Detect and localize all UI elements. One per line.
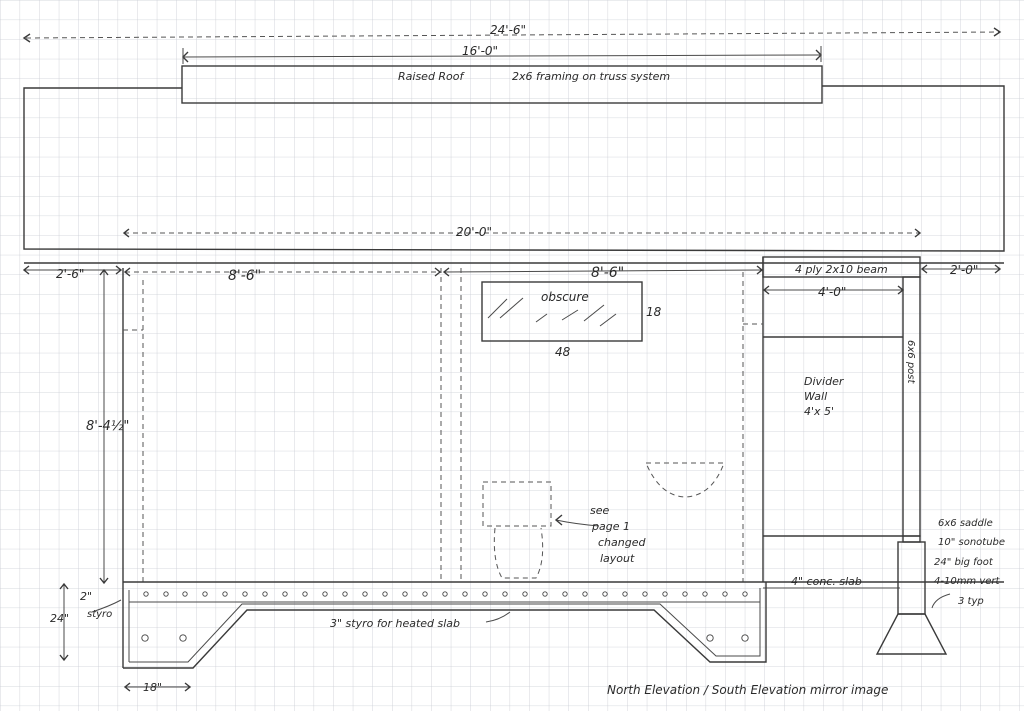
dimension-left-bay	[123, 267, 442, 277]
dimension-left-overhang-label: 2'-6"	[56, 267, 84, 281]
styro-side-label-b: styro	[87, 609, 112, 620]
sonotube-label: 10" sonotube	[938, 537, 1005, 548]
dimension-raised-roof-label: 16'-0"	[462, 44, 498, 58]
divider-label-2: Wall	[804, 390, 827, 403]
note-line-2: page 1	[591, 520, 630, 533]
raised-roof-label: Raised Roof	[398, 70, 466, 83]
dimension-divider-width-label: 4'-0"	[818, 285, 846, 299]
styro-side-label-a: 2"	[80, 590, 92, 603]
main-roof-outline	[23, 85, 1005, 252]
post-label: 6x6 post	[905, 340, 916, 384]
window-width-label: 48	[555, 345, 571, 359]
big-foot	[875, 613, 948, 655]
raised-roof-box	[181, 65, 823, 104]
dimension-right-overhang	[920, 264, 1002, 274]
framing-label: 2x6 framing on truss system	[512, 70, 670, 83]
note-line-1: see	[590, 504, 609, 517]
dimension-footing-depth-label: 24"	[50, 612, 69, 625]
foundation-outline	[123, 582, 767, 669]
drawing-caption: North Elevation / South Elevation mirror…	[607, 683, 888, 697]
dimension-wall-height	[99, 268, 109, 585]
dimension-footing-depth	[59, 582, 69, 662]
dimension-wall-height-label: 8'-4½"	[86, 419, 129, 434]
rebar-dots	[141, 591, 749, 642]
beam-label: 4 ply 2x10 beam	[795, 263, 888, 276]
bigfoot-label: 24" big foot	[934, 557, 994, 568]
typ-label: 3 typ	[958, 596, 984, 607]
dimension-right-overhang-label: 2'-0"	[950, 263, 978, 277]
dimension-raised-roof	[182, 46, 822, 64]
dimension-overall	[22, 27, 1002, 43]
pier-arrow	[931, 593, 951, 609]
window-glass-hatch	[487, 297, 617, 327]
styro-arrow	[485, 611, 511, 623]
toilet-fixture	[482, 481, 552, 579]
slab-label: 4" conc. slab	[791, 575, 862, 588]
window-height-label: 18	[646, 305, 662, 319]
dimension-left-bay-label: 8'-6"	[228, 268, 261, 284]
note-arrow	[554, 514, 600, 527]
note-line-4: layout	[600, 552, 635, 565]
note-line-3: changed	[598, 536, 646, 549]
dimension-main-roof	[122, 228, 922, 238]
dimension-overall-label: 24'-6"	[490, 23, 526, 37]
window-label: obscure	[541, 290, 589, 304]
styro-label: 3" styro for heated slab	[330, 617, 460, 630]
styro-side-arrow	[91, 599, 122, 613]
dimension-center-bay	[442, 265, 764, 277]
dimension-footing-width	[123, 682, 192, 692]
saddle-label: 6x6 saddle	[938, 518, 993, 529]
foundation-inner	[129, 588, 761, 663]
dimension-center-bay-label: 8'-6"	[591, 265, 624, 281]
rebar-label: 4-10mm vert	[934, 576, 1001, 587]
obscure-window	[481, 281, 643, 342]
dimension-footing-width-label: 18"	[143, 681, 162, 694]
dimension-main-roof-label: 20'-0"	[456, 225, 492, 239]
divider-label-1: Divider	[804, 375, 845, 388]
divider-label-3: 4'x 5'	[804, 405, 834, 418]
